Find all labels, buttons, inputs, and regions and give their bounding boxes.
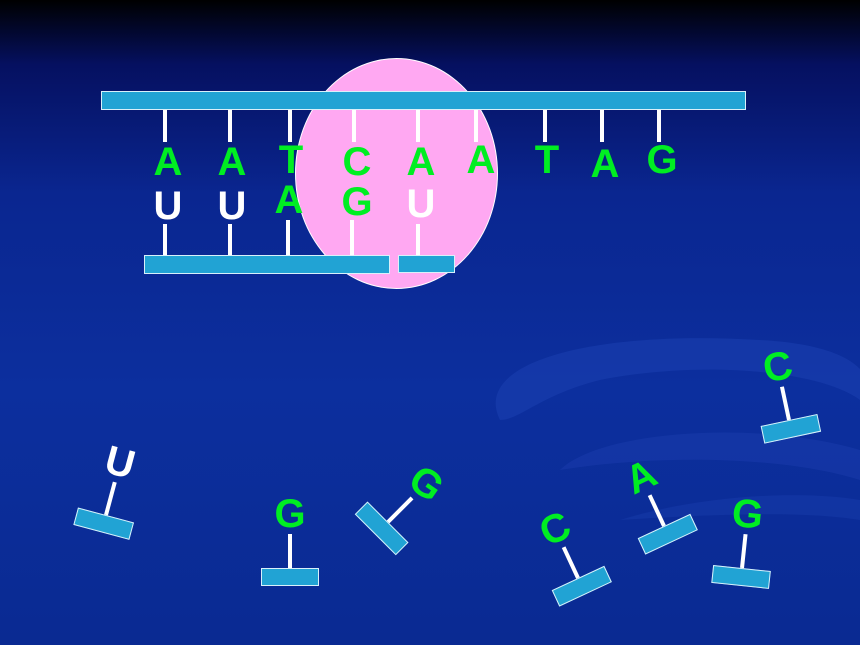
free-base: A: [618, 451, 664, 504]
free-base: C: [759, 342, 797, 392]
rna-stick: [228, 224, 232, 256]
dna-stick: [600, 110, 604, 142]
free-base: G: [274, 492, 306, 536]
dna-stick: [657, 110, 661, 142]
free-base: U: [100, 437, 140, 488]
rna-stick: [416, 224, 420, 256]
dna-stick: [228, 110, 232, 142]
rna-stick: [350, 220, 354, 256]
dna-base: A: [590, 142, 620, 186]
rna-base: A: [274, 178, 304, 222]
dna-stick: [416, 110, 420, 142]
dna-stick: [163, 110, 167, 142]
dna-stick: [288, 110, 292, 142]
dna-base: T: [534, 138, 560, 182]
dna-base: A: [406, 140, 436, 184]
free-base: C: [532, 503, 578, 556]
dna-base: A: [217, 140, 247, 184]
dna-stick: [543, 110, 547, 142]
rna-backbone-segment: [398, 255, 455, 273]
free-base: G: [729, 490, 766, 538]
dna-base: G: [646, 138, 678, 182]
rna-base: U: [153, 184, 183, 228]
dna-template-backbone: [101, 91, 746, 110]
rna-base: U: [217, 184, 247, 228]
dna-base: A: [466, 138, 496, 182]
rna-stick: [286, 220, 290, 256]
dna-stick: [474, 110, 478, 142]
dna-base: A: [153, 140, 183, 184]
dna-base: C: [342, 140, 372, 184]
rna-base: G: [341, 180, 373, 224]
rna-stick: [163, 224, 167, 256]
rna-backbone: [144, 255, 390, 274]
dna-stick: [352, 110, 356, 142]
rna-base: U: [406, 182, 436, 226]
dna-base: T: [278, 138, 304, 182]
